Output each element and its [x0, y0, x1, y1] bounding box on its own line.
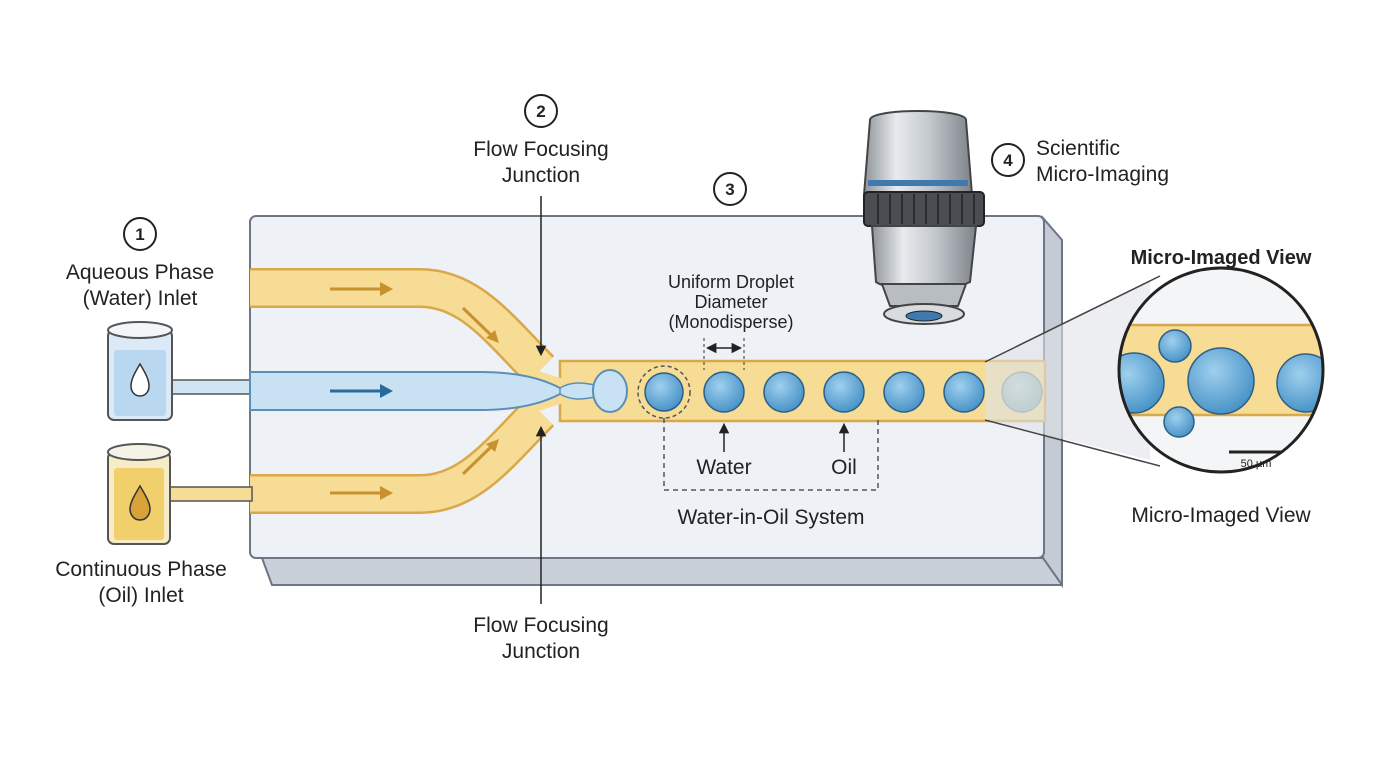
forming-droplet — [592, 369, 628, 413]
scale-label: 50 µm — [1241, 458, 1272, 470]
micro-droplet — [1163, 406, 1195, 438]
step-2-badge: 2 — [524, 94, 558, 128]
droplet — [763, 371, 805, 413]
oil-label-line2: (Oil) Inlet — [98, 584, 183, 607]
svg-text:3: 3 — [725, 180, 734, 199]
micro-view-circle — [1117, 266, 1325, 474]
oil-label-line1: Continuous Phase — [55, 558, 227, 581]
junction-top-line1: Flow Focusing — [473, 138, 608, 161]
droplet — [943, 371, 985, 413]
microscope-objective-icon — [862, 110, 985, 325]
droplet — [823, 371, 865, 413]
micro-droplet — [1276, 353, 1323, 413]
aqueous-label-line1: Aqueous Phase — [66, 261, 214, 284]
droplet — [644, 372, 684, 412]
water-drop-icon — [130, 362, 150, 397]
water-label: Water — [696, 456, 751, 479]
droplet-note-line3: (Monodisperse) — [668, 312, 793, 332]
droplet — [703, 371, 745, 413]
imaging-label-line1: Scientific — [1036, 137, 1120, 160]
aqueous-label-line2: (Water) Inlet — [83, 287, 198, 310]
diameter-indicator — [703, 338, 745, 370]
micro-droplet — [1119, 352, 1165, 414]
magnification-cone — [985, 280, 1150, 460]
micro-droplet — [1187, 347, 1255, 415]
micro-view-title: Micro-Imaged View — [1131, 247, 1312, 269]
step-1-badge: 1 — [123, 217, 157, 251]
oil-drop-icon — [129, 484, 151, 521]
micro-view-caption: Micro-Imaged View — [1131, 504, 1311, 527]
svg-text:2: 2 — [536, 102, 545, 121]
system-label: Water-in-Oil System — [677, 506, 864, 529]
step-4-badge: 4 — [991, 143, 1025, 177]
svg-text:4: 4 — [1003, 151, 1013, 170]
droplet-note-line2: Diameter — [694, 292, 767, 312]
step-3-badge: 3 — [713, 172, 747, 206]
system-bracket — [663, 418, 879, 491]
junction-top-line2: Junction — [502, 164, 580, 187]
water-reservoir — [107, 321, 173, 421]
imaging-label-line2: Micro-Imaging — [1036, 163, 1169, 186]
flow-arrows — [330, 282, 499, 500]
droplet — [883, 371, 925, 413]
droplet-note-line1: Uniform Droplet — [668, 272, 794, 292]
junction-bottom-line1: Flow Focusing — [473, 614, 608, 637]
oil-label: Oil — [831, 456, 857, 479]
svg-text:1: 1 — [135, 225, 144, 244]
junction-bottom-line2: Junction — [502, 640, 580, 663]
oil-reservoir — [107, 443, 171, 545]
micro-droplet — [1158, 329, 1192, 363]
